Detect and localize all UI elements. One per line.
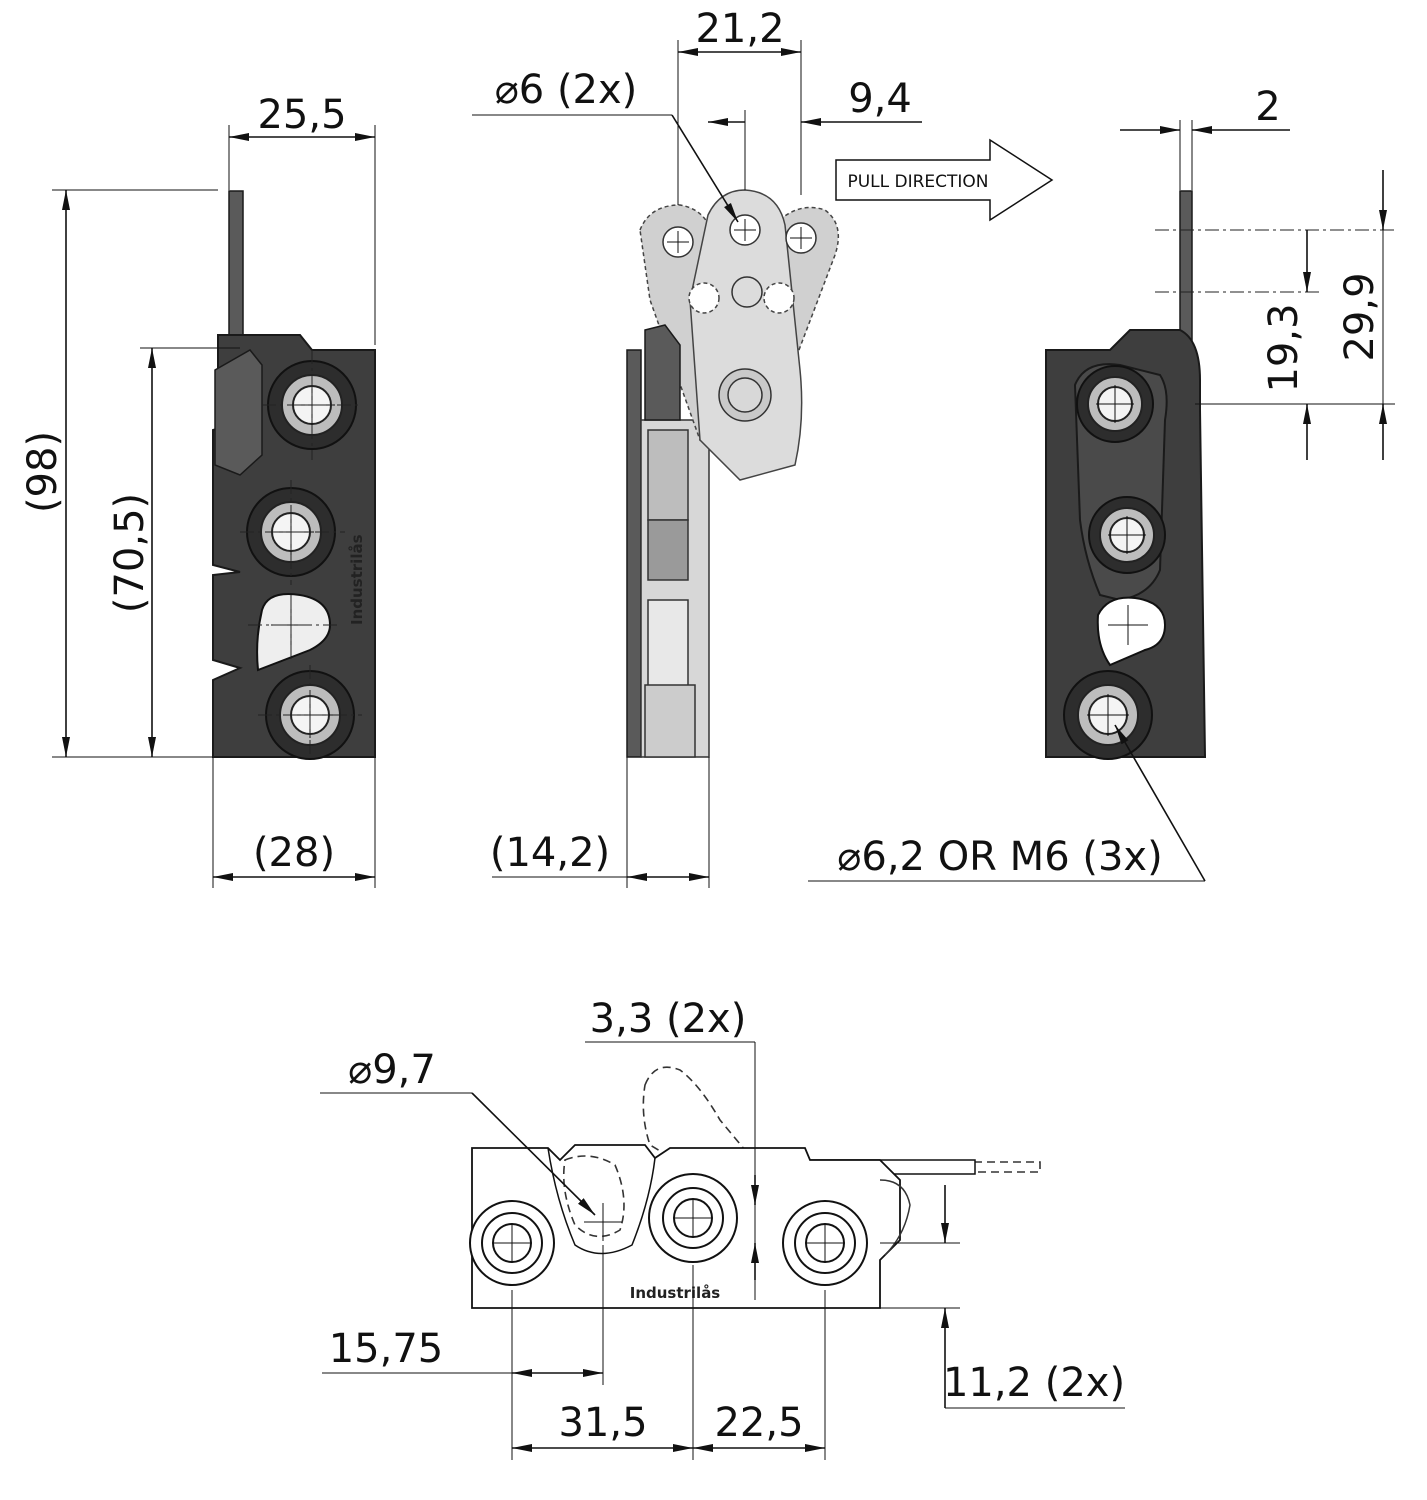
side-dim-hole-diameter: ⌀6 (2x) (495, 67, 638, 113)
side-dim-offset: 9,4 (848, 76, 912, 122)
bottom-dim-spacing-b: 22,5 (714, 1400, 803, 1446)
side-base-plate (626, 349, 642, 758)
rear-dim-height-a: 19,3 (1261, 303, 1307, 392)
front-dim-height-body: (70,5) (107, 493, 153, 613)
rear-dim-height-b: 29,9 (1337, 272, 1383, 361)
side-dim-width-top: 21,2 (695, 6, 784, 52)
front-view: Industrilås 25,5 (98) (70,5) (28) (20, 92, 376, 888)
bottom-dim-bore-diameter: ⌀9,7 (348, 1047, 436, 1093)
front-dim-width-top: 25,5 (257, 92, 346, 138)
side-view: 21,2 9,4 ⌀6 (2x) PULL DIRECTION (14,2) (472, 6, 1054, 888)
bottom-dim-offset-top: 3,3 (2x) (590, 996, 747, 1042)
bottom-dim-offset-left: 15,75 (329, 1326, 444, 1372)
front-logo: Industrilås (348, 534, 366, 625)
bottom-dim-spacing-a: 31,5 (558, 1400, 647, 1446)
front-tongue (214, 349, 263, 476)
bottom-lever-ghost (642, 1066, 747, 1176)
rear-dim-plate-thickness: 2 (1255, 84, 1280, 130)
pull-direction-arrow (835, 138, 1054, 222)
bottom-logo: Industrilås (630, 1284, 721, 1302)
bottom-view: Industrilås ⌀9,7 3,3 (2x) 11,2 (2x) 15,7… (320, 996, 1125, 1460)
bottom-dim-height-c: 11,2 (2x) (943, 1360, 1125, 1406)
rear-slot (1096, 596, 1167, 667)
front-dim-height-total: (98) (20, 431, 66, 513)
pull-direction-label: PULL DIRECTION (847, 172, 988, 192)
rear-dim-mount-holes: ⌀6,2 OR M6 (3x) (837, 834, 1162, 880)
rear-view: 2 19,3 29,9 ⌀6,2 OR M6 (3x) (808, 84, 1395, 882)
side-latch-arm (689, 189, 803, 481)
side-dim-thickness: (14,2) (490, 830, 610, 876)
front-dim-width-bottom: (28) (253, 830, 335, 876)
